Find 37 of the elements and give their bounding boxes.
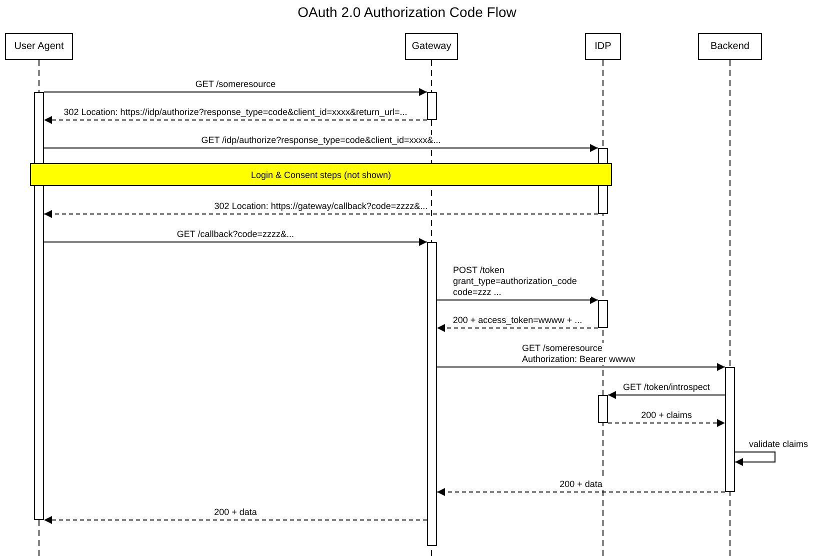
message-arrow: [436, 324, 598, 332]
message-arrow: [436, 363, 726, 371]
message-label: POST /token grant_type=authorization_code code=zzz ...: [451, 265, 591, 298]
message-label: 200 + data: [558, 479, 604, 490]
message-label: GET /idp/authorize?response_type=code&client_id=xxxx&...: [199, 135, 443, 146]
activation-bar: [598, 300, 608, 328]
activation-bar: [34, 92, 44, 520]
message-arrow: [44, 144, 598, 152]
message-label: validate claims: [747, 439, 810, 450]
message-label: 200 + claims: [639, 410, 694, 421]
message-arrow: [608, 391, 726, 399]
message-label: GET /callback?code=zzzz&...: [174, 229, 296, 240]
message-label: 200 + data: [212, 507, 259, 518]
message-arrow: [608, 419, 726, 427]
diagram-title: OAuth 2.0 Authorization Code Flow: [296, 4, 518, 20]
message-arrow: [44, 238, 428, 246]
message-arrow: [436, 488, 726, 496]
message-arrow: [436, 296, 598, 304]
activation-bar: [725, 367, 735, 492]
message-arrow: [734, 452, 776, 466]
message-label: GET /someresource: [193, 79, 278, 90]
participant-box: User Agent: [5, 33, 73, 60]
participant-box: IDP: [585, 33, 621, 60]
message-arrow: [44, 210, 598, 218]
message-label: 200 + access_token=wwww + ...: [450, 315, 584, 326]
activation-bar: [598, 395, 608, 423]
activation-bar: [427, 92, 437, 120]
message-label: 302 Location: https://gateway/callback?code=zzzz&...: [212, 201, 430, 212]
message-label: 302 Location: https://idp/authorize?response_type=code&client_id=xxxx&return_url=...: [62, 107, 410, 118]
note-band: Login & Consent steps (not shown): [30, 163, 612, 186]
participant-box: Backend: [698, 33, 762, 60]
message-arrow: [44, 516, 428, 524]
message-label: GET /token/introspect: [621, 382, 712, 393]
message-arrow: [44, 116, 428, 124]
message-arrow: [44, 88, 428, 96]
participant-box: Gateway: [405, 33, 458, 60]
activation-bar: [427, 242, 437, 546]
